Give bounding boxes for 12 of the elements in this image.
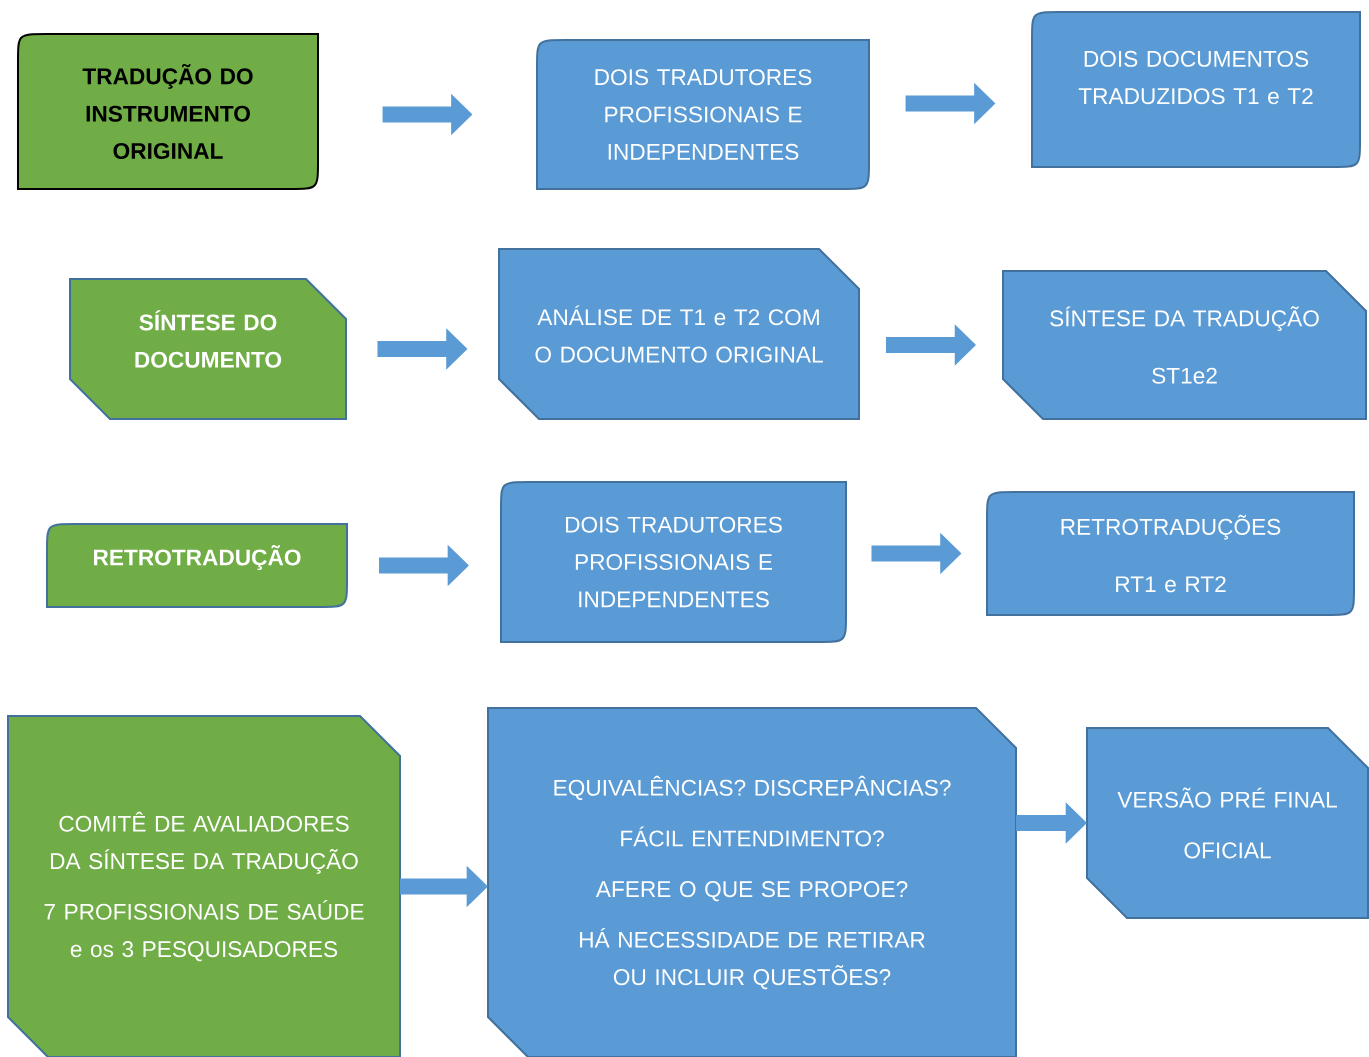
process-box: TRADUÇÃO DO INSTRUMENTO ORIGINAL (17, 33, 319, 190)
process-box: DOIS TRADUTORES PROFISSIONAIS E INDEPENDENTES (500, 481, 847, 643)
process-box: DOIS DOCUMENTOS TRADUZIDOS T1 e T2 (1031, 11, 1361, 168)
process-box: DOIS TRADUTORES PROFISSIONAIS E INDEPENDENTES (536, 39, 870, 190)
process-box: RETROTRADUÇÃO (46, 523, 348, 608)
process-box: RETROTRADUÇÕES RT1 e RT2 (986, 491, 1355, 616)
process-box: SÍNTESE DO DOCUMENTO (69, 278, 347, 420)
process-box: EQUIVALÊNCIAS? DISCREPÂNCIAS? FÁCIL ENTENDIMENTO? AFERE O QUE SE PROPOE? HÁ NECESSIDADE DE RETIRAR OU INCLUIR QUESTÕES? (487, 707, 1017, 1057)
process-box: ANÁLISE DE T1 e T2 COM O DOCUMENTO ORIGINAL (498, 248, 860, 420)
process-box: SÍNTESE DA TRADUÇÃO ST1e2 (1002, 270, 1367, 420)
process-box: COMITÊ DE AVALIADORES DA SÍNTESE DA TRADUÇÃO 7 PROFISSIONAIS DE SAÚDE e os 3 PESQUISADORES (7, 715, 401, 1057)
process-box: VERSÃO PRÉ FINAL OFICIAL (1086, 727, 1369, 919)
